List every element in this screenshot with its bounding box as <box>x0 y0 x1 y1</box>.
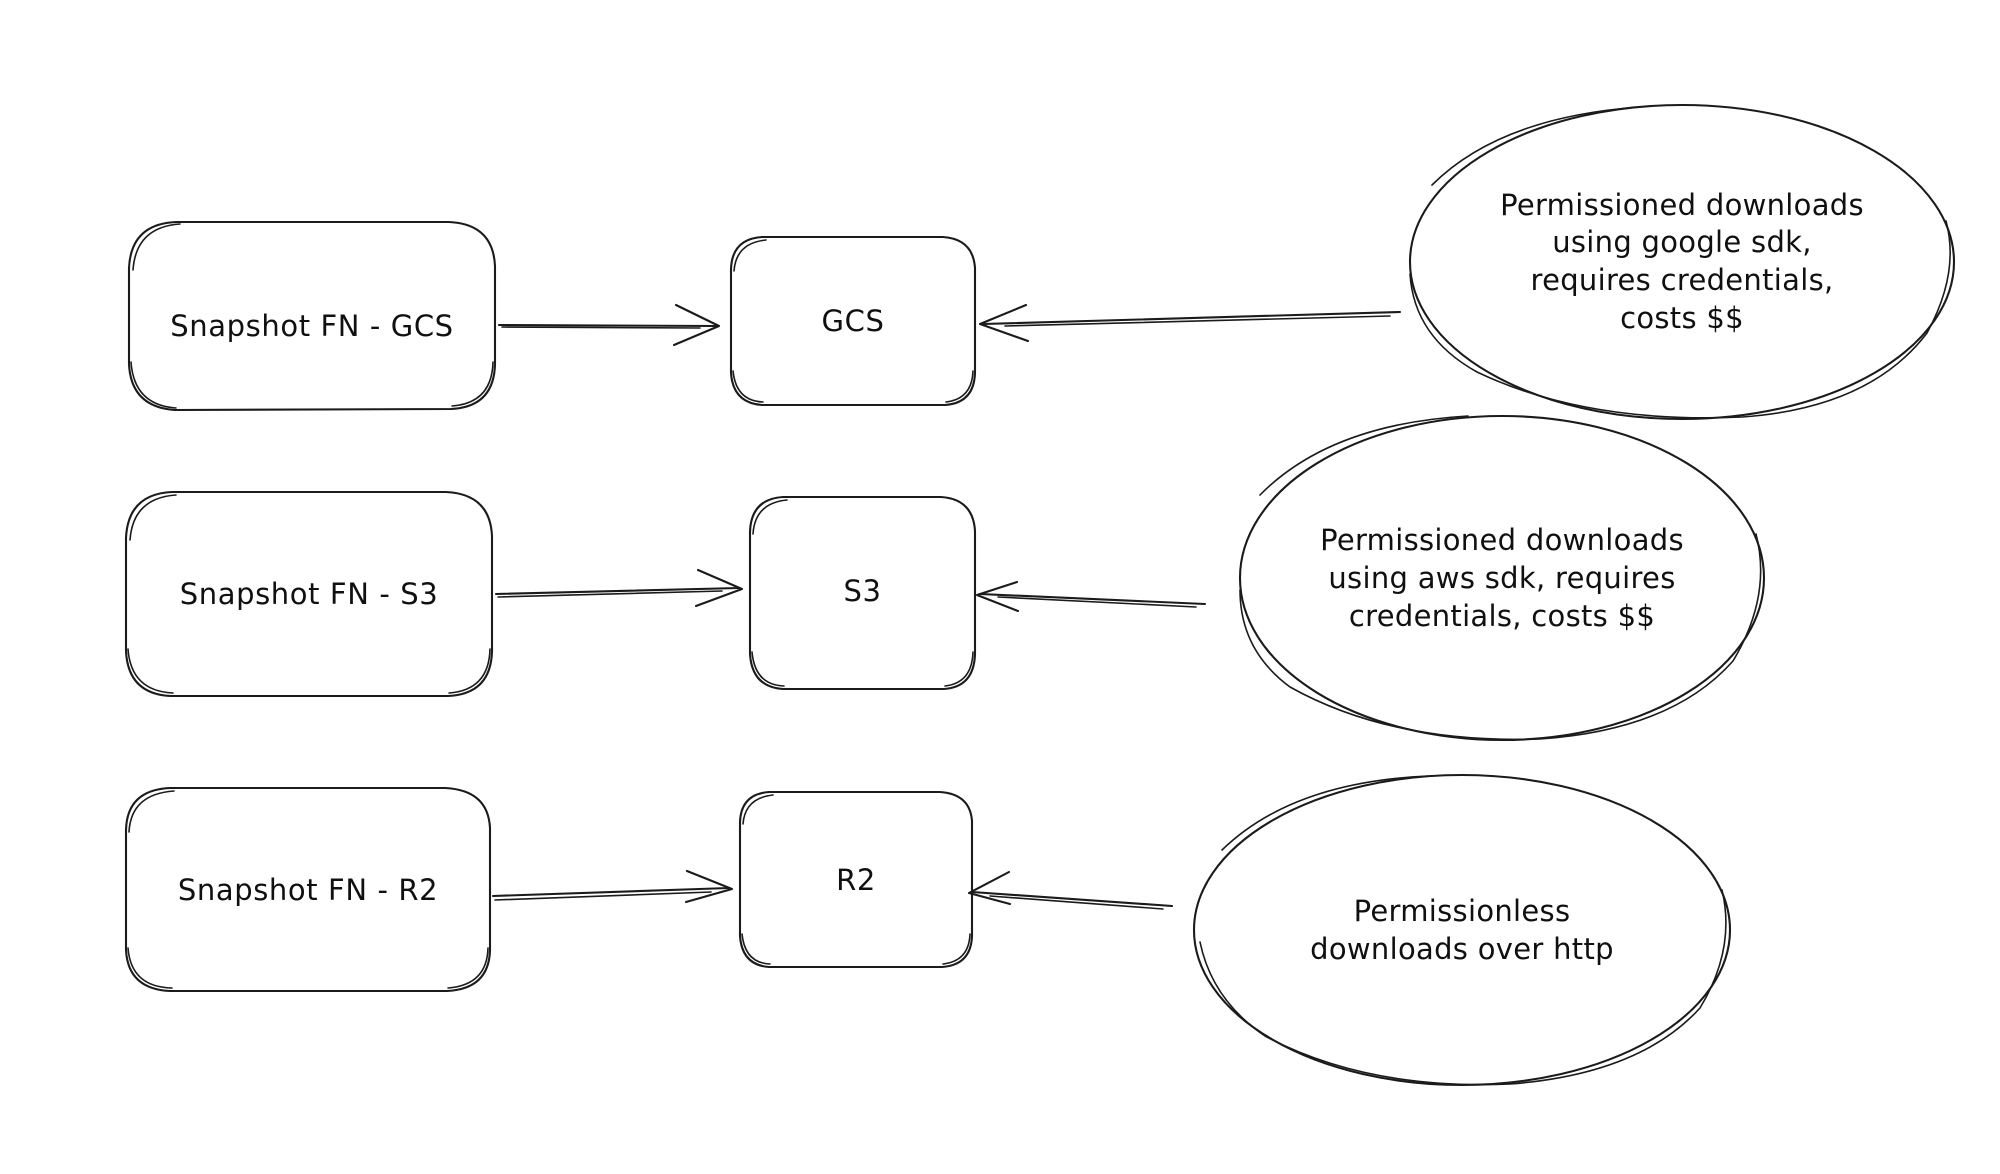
hit-note-r2[interactable] <box>1194 775 1730 1085</box>
arrow-note-s3-to-s3 <box>975 580 1207 613</box>
hit-r2[interactable] <box>740 792 972 967</box>
hit-gcs[interactable] <box>731 237 975 405</box>
note-gcs-ellipse[interactable] <box>1408 103 1956 421</box>
node-r2[interactable] <box>738 790 974 969</box>
arrow-snapshot-fn-r2-to-r2 <box>491 869 734 904</box>
node-gcs[interactable] <box>729 235 977 407</box>
hit-note-s3[interactable] <box>1240 416 1764 740</box>
node-snapshot-fn-r2[interactable] <box>124 786 492 993</box>
node-snapshot-fn-s3[interactable] <box>124 490 494 698</box>
note-s3-ellipse[interactable] <box>1238 414 1766 742</box>
arrow-note-r2-to-r2 <box>967 870 1174 910</box>
arrow-snapshot-fn-s3-to-s3 <box>494 568 744 608</box>
note-r2-ellipse[interactable] <box>1192 773 1732 1087</box>
hit-snapshot-fn-s3[interactable] <box>126 492 492 696</box>
node-snapshot-fn-gcs[interactable] <box>127 220 497 412</box>
hit-note-gcs[interactable] <box>1410 105 1954 419</box>
hit-snapshot-fn-gcs[interactable] <box>129 222 495 410</box>
arrow-note-gcs-to-gcs <box>978 303 1402 343</box>
arrow-snapshot-fn-gcs-to-gcs <box>497 303 721 347</box>
hit-s3[interactable] <box>750 497 975 689</box>
node-s3[interactable] <box>748 495 977 691</box>
hit-snapshot-fn-r2[interactable] <box>126 788 490 991</box>
